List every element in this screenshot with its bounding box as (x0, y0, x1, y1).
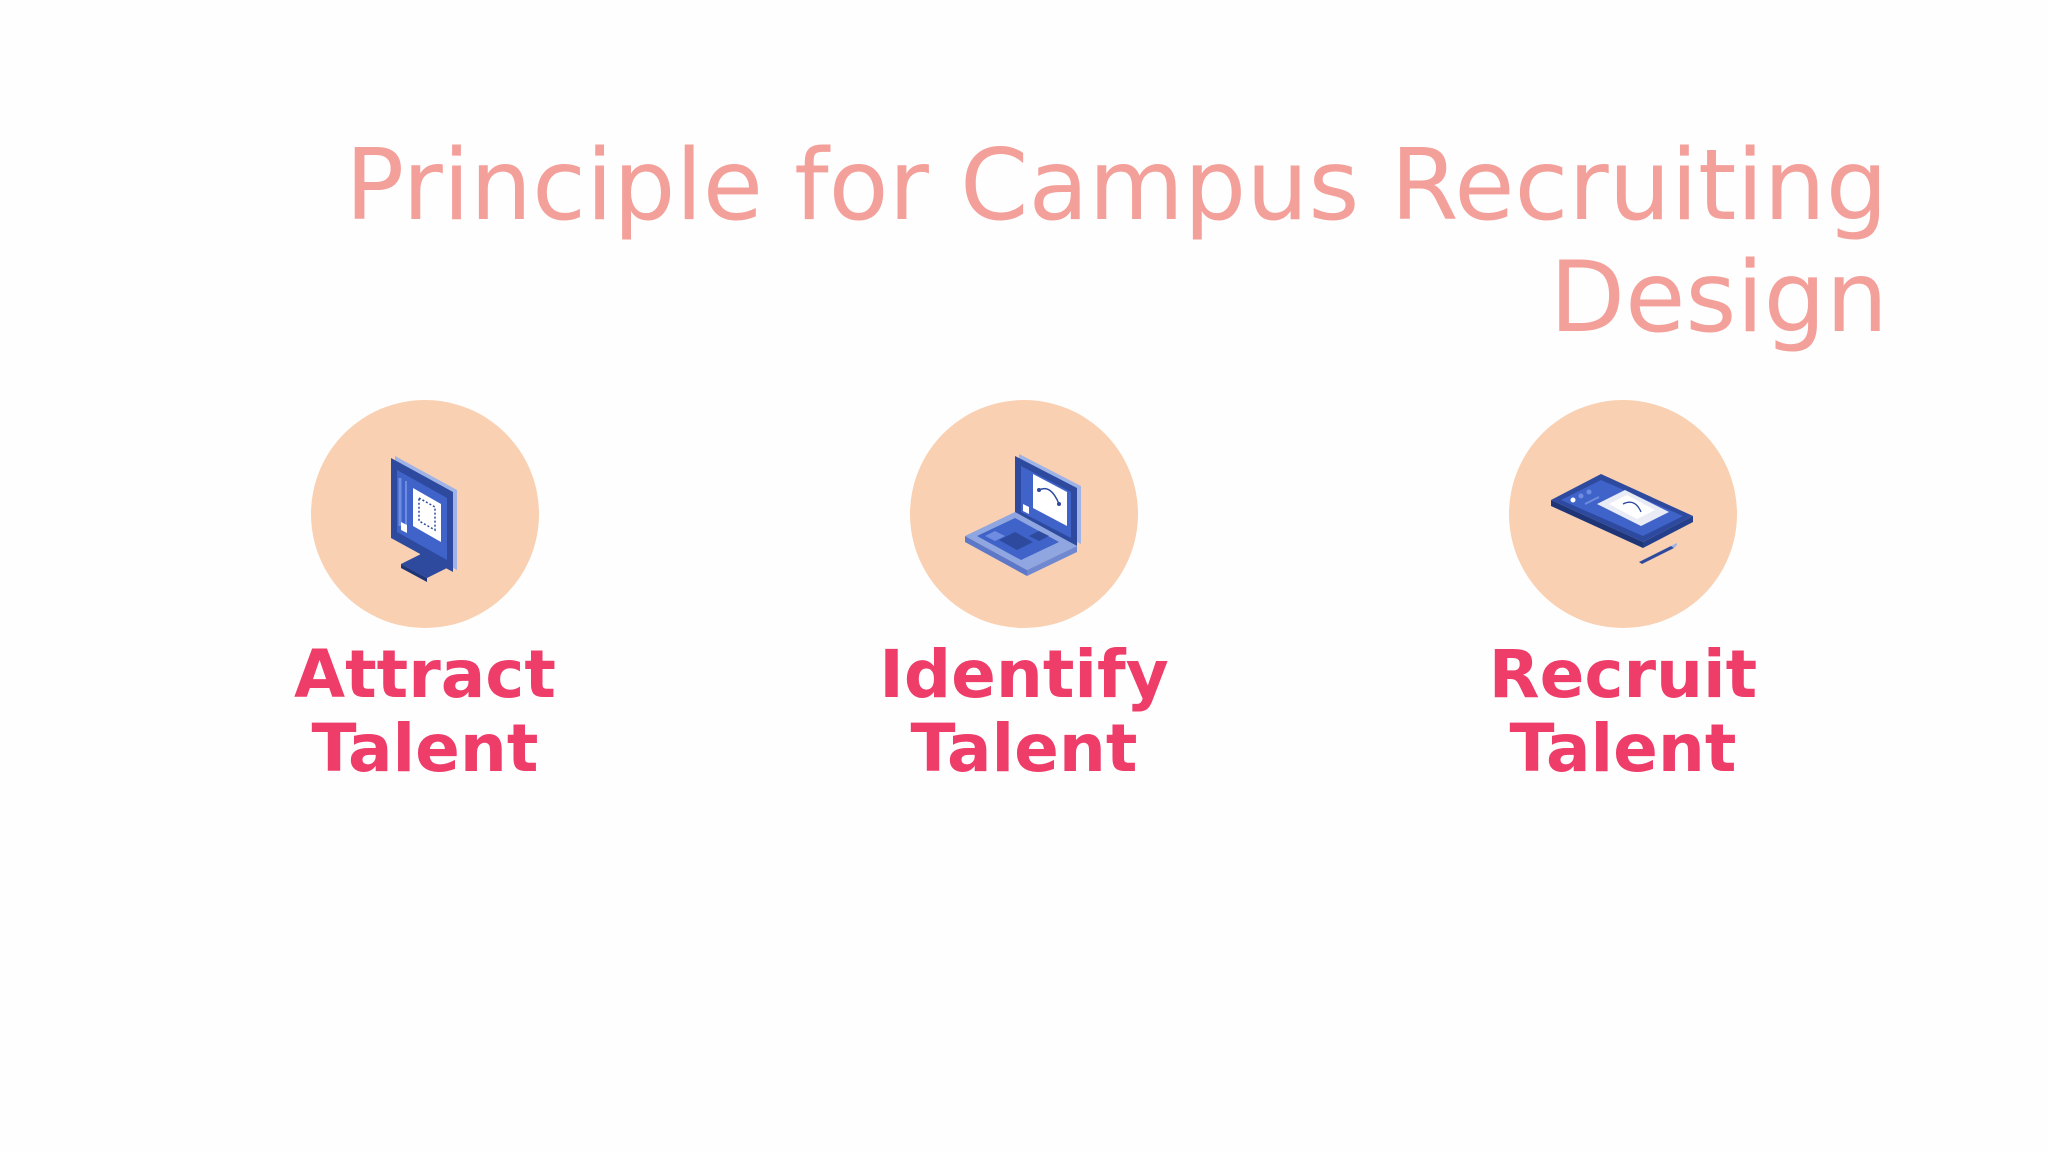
desktop-monitor-icon (391, 456, 457, 582)
card-label-line-2: Talent (910, 710, 1138, 787)
title-line-2: Design (1549, 240, 1888, 355)
icon-circle (910, 400, 1138, 628)
card-identify-talent: Identify Talent (844, 400, 1204, 786)
card-label: Identify Talent (844, 638, 1204, 786)
title-line-1: Principle for Campus Recruiting (345, 128, 1888, 243)
card-label: Attract Talent (245, 638, 605, 786)
card-label-line-2: Talent (311, 710, 539, 787)
card-label: Recruit Talent (1443, 638, 1803, 786)
icon-circle (311, 400, 539, 628)
icon-circle (1509, 400, 1737, 628)
tablet-stylus-icon (1551, 474, 1693, 564)
card-label-line-1: Attract (294, 636, 556, 713)
card-label-line-2: Talent (1509, 710, 1737, 787)
card-label-line-1: Recruit (1488, 636, 1758, 713)
slide-title: Principle for Campus Recruiting Design (288, 130, 1888, 354)
card-attract-talent: Attract Talent (245, 400, 605, 786)
card-label-line-1: Identify (879, 636, 1169, 713)
laptop-icon (965, 454, 1081, 576)
card-recruit-talent: Recruit Talent (1443, 400, 1803, 786)
